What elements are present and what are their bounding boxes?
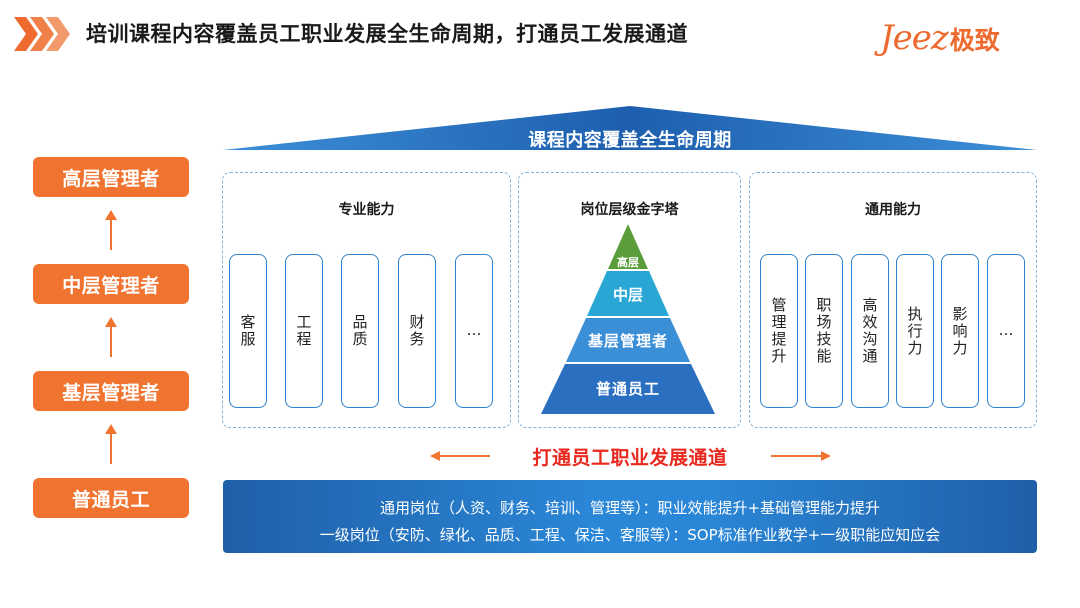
pyramid-label-staff: 普通员工 [596,380,660,398]
band-line-primary: 一级岗位（安防、绿化、品质、工程、保洁、客服等）：SOP标准作业教学+一级职能应… [319,526,941,544]
pyramid-label-junior: 基层管理者 [587,332,668,350]
level-junior-manager: 基层管理者 [33,371,189,411]
arrow-right-icon [771,451,831,461]
skill-item: 执行力 [896,254,934,408]
level-middle-manager: 中层管理者 [33,264,189,304]
skill-item: 影响力 [941,254,979,408]
skill-item: 财务 [398,254,436,408]
professional-skills-title: 专业能力 [338,202,395,218]
chevron-right-icon [14,17,70,51]
arrow-left-icon [430,451,490,461]
arrow-up-icon [105,424,117,464]
arrow-up-icon [105,210,117,250]
skill-item-more: … [455,254,493,408]
arrow-up-icon [105,317,117,357]
logo-cn-text: 极致 [949,26,1000,55]
pyramid-level-junior [566,318,690,362]
general-skills-title: 通用能力 [865,202,921,218]
position-training-band: 通用岗位（人资、财务、培训、管理等）：职业效能提升+基础管理能力提升 一级岗位（… [223,480,1037,553]
skill-item: 高效沟通 [851,254,889,408]
skill-item: 客服 [229,254,267,408]
company-logo: Jeez 极致 [880,18,1000,58]
skill-item: 职场技能 [805,254,843,408]
skill-item-more: … [987,254,1025,408]
pyramid-label-middle: 中层 [613,286,643,304]
page-title: 培训课程内容覆盖员工职业发展全生命周期，打通员工发展通道 [86,22,688,46]
general-skills-panel [749,172,1037,428]
level-senior-manager: 高层管理者 [33,157,189,197]
pyramid-level-middle [587,271,669,316]
band-line-general: 通用岗位（人资、财务、培训、管理等）：职业效能提升+基础管理能力提升 [379,499,881,517]
pyramid-label-senior: 高层 [617,255,639,269]
job-level-pyramid: 高层 中层 基层管理者 普通员工 [541,224,715,414]
roof-banner [223,106,1037,150]
level-regular-staff: 普通员工 [33,478,189,518]
roof-label: 课程内容覆盖全生命周期 [528,130,732,151]
skill-item: 品质 [341,254,379,408]
pyramid-title: 岗位层级金字塔 [580,202,679,218]
skill-item: 工程 [285,254,323,408]
skill-item: 管理提升 [760,254,798,408]
logo-latin-text: Jeez [880,18,949,58]
professional-skills-panel [222,172,511,428]
career-channel-label: 打通员工职业发展通道 [532,447,728,469]
pyramid-level-staff [541,364,715,414]
pyramid-level-senior [608,224,648,269]
pyramid-panel [518,172,741,428]
